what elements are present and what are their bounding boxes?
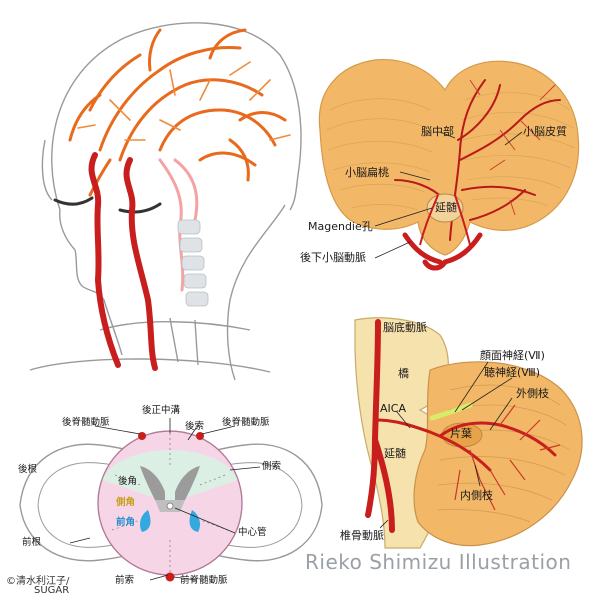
cerebellum-leaders: [374, 131, 523, 259]
label-magendie-foramen: Magendie孔: [308, 220, 373, 233]
label-basilar-artery: 脳底動脈: [383, 321, 427, 334]
label-vermis: 脳中部: [421, 125, 454, 138]
label-vertebral-artery: 椎骨動脈: [340, 529, 384, 542]
cervical-spine: [177, 219, 209, 307]
label-lateral-branch: 外側枝: [516, 387, 549, 400]
watermark: Rieko Shimizu Illustration: [305, 550, 572, 574]
label-posterior-spinal-artery-right: 後脊髄動脈: [222, 417, 270, 428]
spinal-leaders: [69, 418, 261, 581]
cerebellum-panel: [318, 58, 580, 271]
label-medulla-top: 延髄: [435, 201, 457, 214]
label-pons: 橋: [398, 367, 409, 380]
label-flocculus: 片葉: [450, 427, 472, 440]
label-posterior-horn: 後角: [118, 476, 138, 487]
label-auditory-nerve: 聴神経(Ⅷ): [484, 366, 541, 379]
label-posterior-spinal-artery-left: 後脊髄動脈: [62, 417, 110, 428]
label-posterior-funiculus: 後索: [185, 421, 205, 432]
thin-cerebral-branches: [77, 61, 291, 141]
closed-eyes: [53, 196, 162, 214]
label-pica: 後下小脳動脈: [300, 251, 366, 264]
brainstem-panel: [354, 317, 583, 549]
label-anterior-spinal-artery: 前脊髄動脈: [180, 575, 228, 586]
label-anterior-horn: 前角: [116, 517, 136, 528]
label-posterior-root: 後根: [18, 464, 38, 475]
cerebral-arteries: [68, 28, 287, 197]
label-posterior-median-sulcus: 後正中溝: [142, 405, 181, 416]
label-facial-nerve: 顔面神経(Ⅶ): [480, 349, 545, 362]
label-lateral-funiculus: 側索: [262, 461, 282, 472]
credit-line-1: ©清水利江子/: [6, 576, 70, 587]
label-cerebellar-tonsil: 小脳扁桃: [345, 166, 389, 179]
spinal-panel: [19, 430, 323, 582]
brainstem-leaders: [379, 361, 513, 529]
head-panel: [29, 22, 302, 381]
label-medulla-bottom: 延髄: [384, 447, 406, 460]
label-cerebellar-cortex: 小脳皮質: [523, 125, 567, 138]
label-aica: AICA: [380, 402, 406, 415]
label-central-canal: 中心管: [238, 527, 267, 538]
credit-line-2: SUGAR: [34, 585, 70, 596]
label-medial-branch: 内側枝: [460, 489, 493, 502]
neck-arteries: [88, 152, 158, 371]
label-lateral-horn: 側角: [116, 497, 136, 508]
label-anterior-root: 前根: [22, 537, 42, 548]
label-anterior-funiculus: 前索: [115, 575, 135, 586]
